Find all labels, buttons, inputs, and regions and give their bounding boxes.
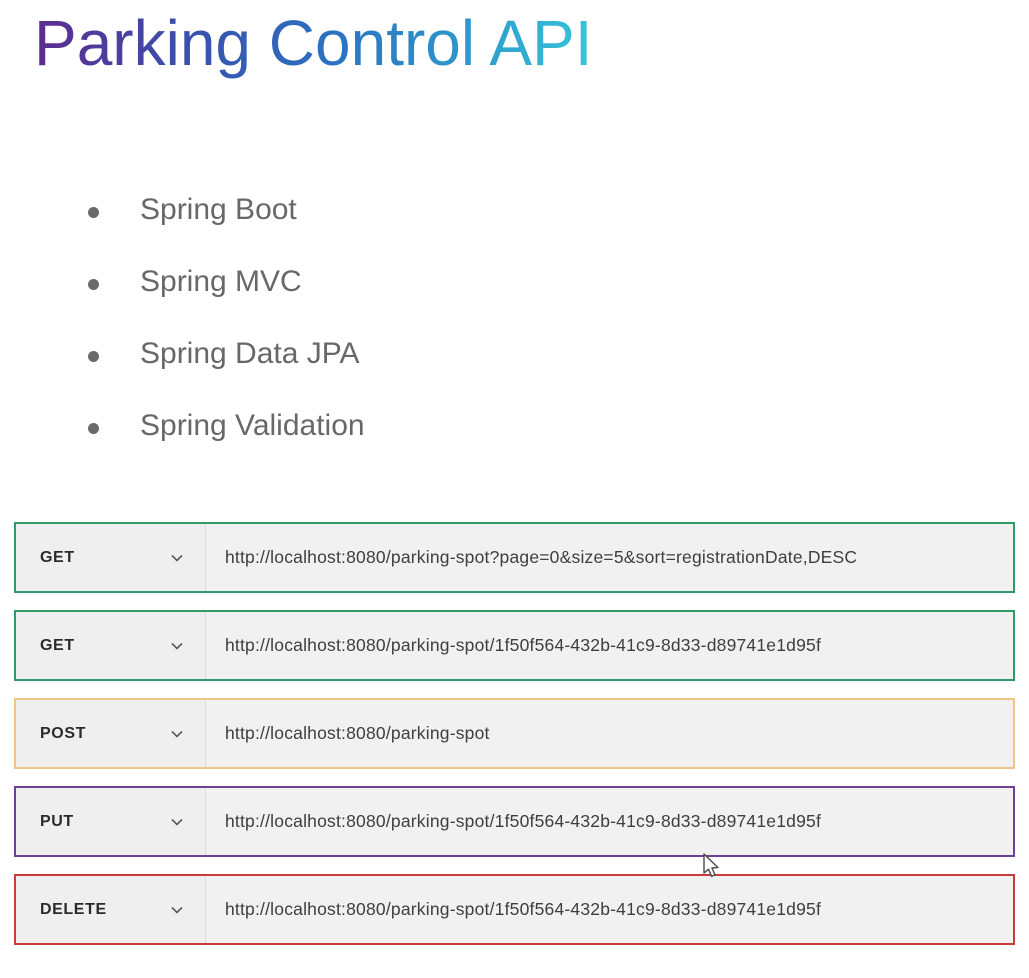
method-label: GET — [40, 548, 75, 566]
url-input[interactable]: http://localhost:8080/parking-spot — [225, 723, 490, 743]
bullet-icon — [88, 207, 99, 218]
list-item: Spring Data JPA — [88, 322, 365, 394]
page-title: Parking Control API — [34, 7, 593, 79]
method-label: GET — [40, 636, 75, 654]
feature-list: Spring Boot Spring MVC Spring Data JPA S… — [88, 178, 365, 466]
url-input[interactable]: http://localhost:8080/parking-spot/1f50f… — [225, 899, 822, 919]
bullet-icon — [88, 279, 99, 290]
request-bar: GET http://localhost:8080/parking-spot?p… — [14, 522, 1015, 593]
chevron-down-icon — [171, 642, 183, 650]
url-input[interactable]: http://localhost:8080/parking-spot?page=… — [225, 547, 858, 567]
chevron-down-icon — [171, 818, 183, 826]
list-item-label: Spring Boot — [140, 193, 297, 226]
method-select[interactable]: PUT — [16, 788, 206, 855]
method-label: PUT — [40, 812, 74, 830]
bullet-icon — [88, 351, 99, 362]
chevron-down-icon — [171, 554, 183, 562]
request-bar: DELETE http://localhost:8080/parking-spo… — [14, 874, 1015, 945]
list-item: Spring Validation — [88, 394, 365, 466]
method-select[interactable]: DELETE — [16, 876, 206, 943]
url-input[interactable]: http://localhost:8080/parking-spot/1f50f… — [225, 635, 822, 655]
list-item: Spring MVC — [88, 250, 365, 322]
list-item-label: Spring Validation — [140, 409, 365, 442]
chevron-down-icon — [171, 906, 183, 914]
method-select[interactable]: GET — [16, 612, 206, 679]
url-input[interactable]: http://localhost:8080/parking-spot/1f50f… — [225, 811, 822, 831]
request-bar: PUT http://localhost:8080/parking-spot/1… — [14, 786, 1015, 857]
method-select[interactable]: GET — [16, 524, 206, 591]
list-item-label: Spring Data JPA — [140, 337, 360, 370]
method-label: DELETE — [40, 900, 107, 918]
bullet-icon — [88, 423, 99, 434]
request-bar: POST http://localhost:8080/parking-spot — [14, 698, 1015, 769]
request-bar: GET http://localhost:8080/parking-spot/1… — [14, 610, 1015, 681]
list-item-label: Spring MVC — [140, 265, 302, 298]
chevron-down-icon — [171, 730, 183, 738]
list-item: Spring Boot — [88, 178, 365, 250]
method-select[interactable]: POST — [16, 700, 206, 767]
method-label: POST — [40, 724, 86, 742]
